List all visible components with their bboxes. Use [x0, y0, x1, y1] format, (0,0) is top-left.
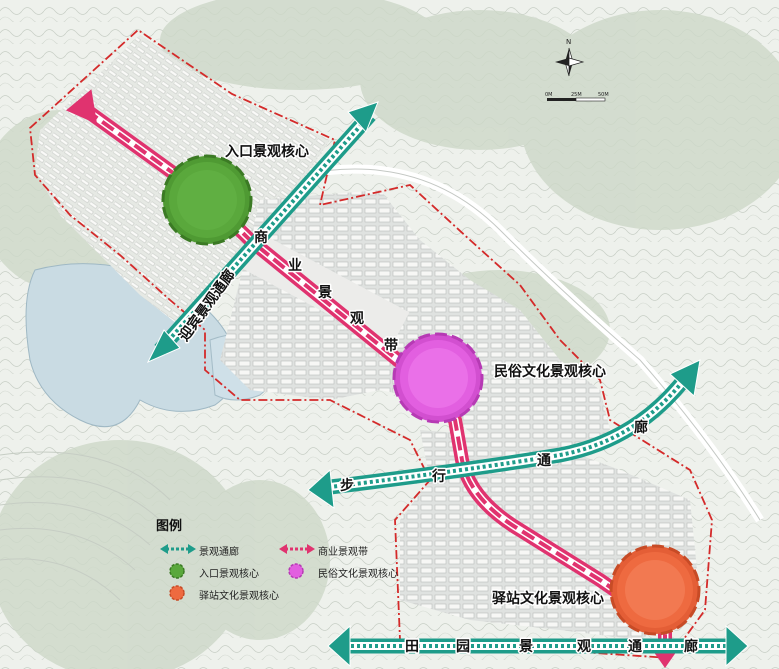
legend-label: 商业景观带 [318, 547, 368, 558]
arrowhead-icon [307, 468, 335, 510]
commercial-char: 带 [384, 338, 398, 354]
arrowhead-icon [725, 624, 749, 668]
legend-symbols [160, 544, 315, 601]
folk-core-icon [392, 332, 484, 424]
walk-char: 行 [431, 468, 446, 485]
field-char: 观 [577, 639, 591, 655]
arrowhead-icon [66, 89, 98, 125]
commercial-char: 观 [350, 311, 364, 327]
station-core-label: 驿站文化景观核心 [492, 590, 604, 607]
scale-label: 0M [545, 92, 553, 98]
walk-char: 通 [537, 453, 551, 469]
walk-char: 步 [340, 477, 354, 494]
legend-title: 图例 [156, 519, 183, 534]
walk-char: 廊 [634, 419, 648, 436]
legend-label: 景观通廊 [199, 547, 239, 558]
legend-green-circle-icon [169, 563, 185, 579]
legend-magenta-arrow-icon [279, 544, 315, 554]
entrance-core-icon [161, 154, 253, 246]
commercial-band-label: 商 业 景 观 带 [253, 228, 400, 356]
arrowhead-icon [327, 624, 351, 668]
arrowhead-icon [669, 359, 701, 397]
scale-label: 25M [571, 92, 582, 98]
field-char: 廊 [684, 638, 698, 655]
commercial-char: 业 [288, 258, 302, 274]
station-core-icon [609, 544, 701, 636]
arrowhead-icon [146, 329, 181, 364]
walking-corridor-label: 步 行 通 廊 [339, 418, 650, 496]
folk-core-label: 民俗文化景观核心 [494, 363, 606, 380]
welcome-landscape-corridor [146, 101, 379, 364]
north-arrow-icon: N [555, 38, 585, 77]
commercial-char: 景 [318, 285, 332, 301]
legend-label: 驿站文化景观核心 [199, 591, 279, 602]
field-char: 田 [405, 639, 419, 655]
walking-corridor [307, 359, 701, 510]
legend-label: 入口景观核心 [199, 569, 259, 580]
commercial-char: 商 [254, 229, 268, 246]
field-char: 通 [628, 639, 642, 655]
legend-teal-arrow-icon [160, 544, 196, 554]
field-char: 景 [519, 639, 533, 655]
legend-magenta-circle-icon [288, 563, 304, 579]
field-char: 园 [456, 639, 470, 655]
legend-label: 民俗文化景观核心 [318, 569, 398, 580]
field-corridor-label: 田 园 景 观 通 廊 [404, 637, 700, 657]
scale-bar: 0M 25M 50M [545, 92, 609, 102]
field-landscape-corridor [327, 624, 749, 668]
north-letter: N [566, 38, 571, 46]
arrowhead-icon [347, 101, 379, 133]
legend-orange-circle-icon [169, 585, 185, 601]
scale-label: 50M [598, 92, 609, 98]
terraces [0, 451, 171, 601]
entrance-core-label: 入口景观核心 [225, 143, 309, 160]
